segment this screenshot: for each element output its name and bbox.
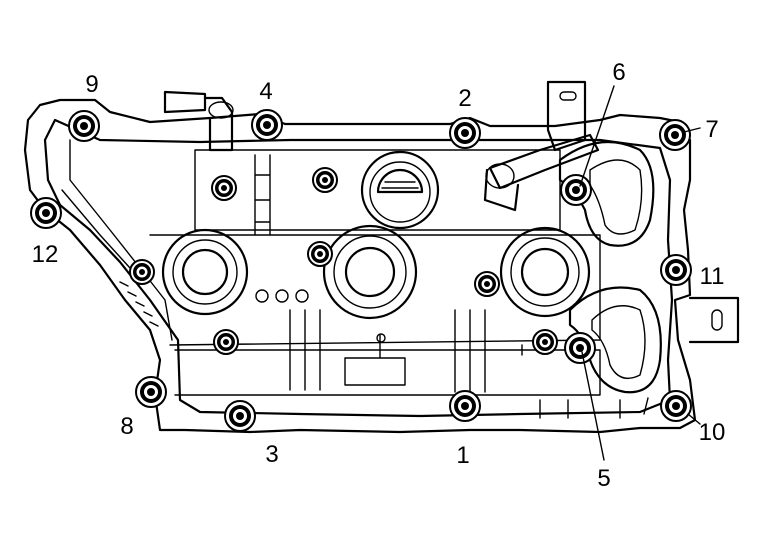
bolt-4	[251, 109, 283, 141]
bolt-1	[449, 390, 481, 422]
callout-1: 1	[456, 442, 469, 469]
inner-bolt	[532, 329, 558, 355]
middle-deck	[149, 234, 601, 346]
right-port-upper	[558, 140, 655, 247]
lower-deck	[174, 349, 601, 396]
bottom-clips	[521, 344, 649, 419]
bolt-3	[224, 400, 256, 432]
inner-bolt	[129, 259, 155, 285]
breather-hose	[483, 80, 600, 212]
right-port-lower-inner	[591, 305, 646, 379]
plug-seal-center	[322, 224, 418, 320]
bolt-12	[30, 197, 62, 229]
bolt-9	[68, 110, 100, 142]
inner-bolt	[211, 175, 237, 201]
bolt-6	[560, 174, 592, 206]
bolt-11	[660, 254, 692, 286]
leader-7	[683, 127, 701, 133]
callout-11: 11	[700, 263, 725, 290]
right-port-upper-inner	[589, 159, 643, 235]
plug-seal-right	[499, 226, 591, 318]
center-box	[344, 334, 406, 386]
callout-5: 5	[597, 465, 610, 492]
bolt-8	[135, 376, 167, 408]
leader-6	[579, 85, 615, 187]
callout-8: 8	[120, 413, 133, 440]
inner-bolt	[474, 271, 500, 297]
small-holes	[255, 289, 309, 303]
bolt-7	[659, 119, 691, 151]
callout-10: 10	[699, 419, 726, 446]
lower-ribs	[289, 309, 486, 393]
upper-ribs	[254, 154, 271, 236]
oil-filler-cap	[360, 150, 440, 230]
bolt-10	[660, 390, 692, 422]
pcv-pipe	[163, 90, 234, 152]
plug-seal-left	[161, 228, 249, 316]
inner-bolt	[307, 241, 333, 267]
callout-9: 9	[85, 71, 98, 98]
callout-4: 4	[259, 78, 272, 105]
leader-5	[581, 351, 605, 461]
inner-bolt	[213, 329, 239, 355]
callout-2: 2	[458, 85, 471, 112]
callout-6: 6	[612, 59, 625, 86]
callout-12: 12	[32, 241, 59, 268]
callout-3: 3	[265, 441, 278, 468]
bolt-2	[449, 117, 481, 149]
right-bracket	[688, 296, 740, 344]
cover-outline	[23, 98, 697, 434]
left-rib-teeth	[119, 281, 159, 327]
callout-7: 7	[705, 116, 718, 143]
inner-bolt	[312, 167, 338, 193]
leader-10	[687, 413, 701, 425]
left-rib	[61, 139, 173, 341]
bolt-5	[564, 332, 596, 364]
